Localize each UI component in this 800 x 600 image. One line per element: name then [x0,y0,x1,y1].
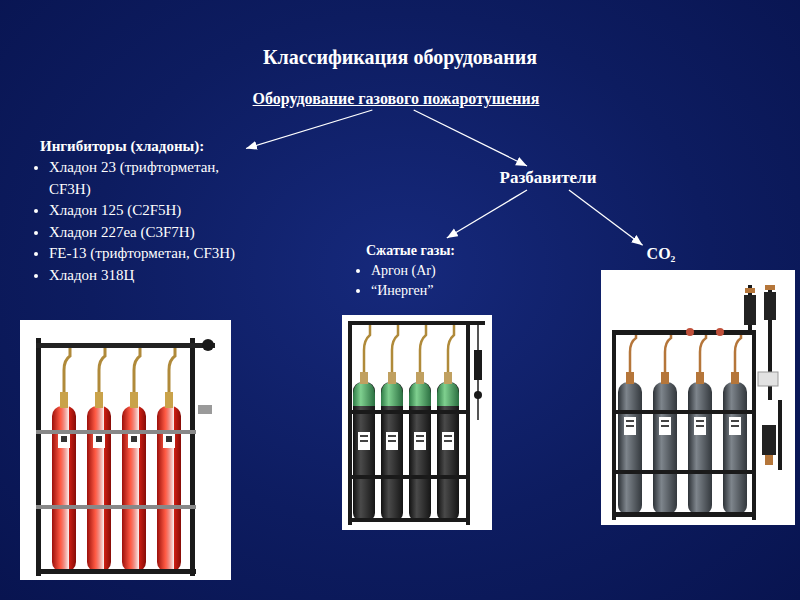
co2-cylinder-rack [686,328,694,336]
halon-cylinder-rack [64,348,70,392]
co2-cylinder-rack [723,372,747,515]
co2-heading: CO₂ [643,243,680,265]
classification-arrow [447,190,527,238]
root-heading: Оборудование газового пожаротушения [249,88,544,110]
list-item: “Инерген” [371,281,506,301]
inert-gas-cylinder-rack [348,321,485,325]
co2-cylinder-rack [758,372,778,386]
inert-gas-cylinder-rack [392,325,398,372]
inert-gas-cylinder-rack [474,391,482,399]
co2-cylinder-rack [601,270,795,525]
inert-gas-cylinder-rack [348,321,352,525]
inert-gas-cylinder-rack [353,372,375,522]
inert-gas-cylinder-rack [342,315,492,530]
list-item: Аргон (Ar) [371,261,506,281]
co2-cylinder-rack [612,330,752,335]
inert-gas-cylinder-rack [364,325,370,372]
co2-cylinder-rack [612,410,756,414]
halon-cylinder-rack [36,430,196,434]
inert-gas-cylinder-rack [409,372,431,522]
bullet-list: Хладон 23 (трифторметан, CF3H)Хладон 125… [34,157,242,286]
branch-heading: Разбавители [496,166,601,190]
halon-cylinder-rack [20,320,231,580]
co2-cylinder-rack [630,335,636,372]
list-item: Хладон 227ea (C3F7H) [49,222,242,244]
inert-gas-cylinder-rack [474,350,482,380]
slide-title: Классификация оборудования [259,44,541,71]
co2-cylinder-rack [630,335,741,372]
inert-gas-cylinder-rack [448,325,454,372]
compressed-gas-list: Сжатые газы:Аргон (Ar)“Инерген” [352,238,510,303]
co2-cylinder-rack [612,330,616,520]
halon-cylinder-rack [36,505,196,509]
inert-gas-cylinder-rack [466,321,470,525]
co2-cylinder-rack [745,288,755,293]
inert-gas-cylinder-rack [348,475,470,479]
group-heading: Сжатые газы: [356,240,506,261]
halon-cylinder-rack [202,339,214,351]
node-label: Разбавители [500,168,597,188]
co2-cylinder-rack [700,335,706,372]
inert-gas-cylinder-rack [381,372,403,522]
co2-cylinder-rack [764,292,776,320]
co2-cylinder-rack [735,335,741,372]
co2-cylinder-rack [744,295,756,325]
halon-cylinder-rack [36,569,196,574]
inhibitor-list: Ингибиторы (хладоны):Хладон 23 (трифторм… [30,133,246,288]
inert-gas-cylinder-rack [348,518,470,522]
classification-arrow [569,190,643,245]
co2-cylinder-rack [716,328,724,336]
co2-cylinder-rack [778,400,782,470]
co2-cylinder-rack [665,335,671,372]
co2-cylinder-rack [618,372,642,515]
inert-gas-cylinder-rack [348,410,470,414]
inert-gas-cylinder-rack [420,325,426,372]
halon-cylinder-rack [122,392,146,572]
node-label: Оборудование газового пожаротушения [253,90,540,108]
co2-cylinder-rack [765,455,773,465]
halon-cylinder-rack [99,348,105,392]
halon-cylinder-rack [198,405,212,414]
co2-cylinder-rack [601,270,795,525]
halon-cylinder-rack [134,348,140,392]
halon-cylinder-rack [52,392,76,572]
halon-cylinder-rack [87,392,111,572]
inert-gas-cylinder-rack [364,325,454,372]
halon-cylinder-rack [64,348,175,392]
list-item: FE-13 (трифторметан, CF3H) [49,243,242,265]
co2-cylinder-rack [762,425,776,455]
halon-cylinder-rack [36,343,198,348]
halon-cylinder-rack [36,338,41,576]
co2-cylinder-rack [612,470,756,474]
halon-cylinder-rack [190,338,195,576]
halon-cylinder-rack [157,392,181,572]
list-item: Хладон 318Ц [49,265,242,287]
co2-cylinder-rack [612,512,756,517]
list-item: Хладон 125 (C2F5H) [49,200,242,222]
co2-cylinder-rack [688,372,712,515]
co2-cylinder-rack [765,285,775,290]
bullet-list: Аргон (Ar)“Инерген” [356,261,506,301]
group-heading: Ингибиторы (хладоны): [34,135,242,157]
node-label: CO₂ [647,245,676,263]
co2-cylinder-rack [752,330,756,520]
halon-cylinder-rack [169,348,175,392]
list-item: Хладон 23 (трифторметан, CF3H) [49,157,242,200]
co2-cylinder-rack [653,372,677,515]
halon-cylinder-rack [20,320,231,580]
inert-gas-cylinder-rack [437,372,459,522]
inert-gas-cylinder-rack [342,315,492,530]
classification-arrow [246,110,372,149]
classification-arrow [414,110,527,166]
